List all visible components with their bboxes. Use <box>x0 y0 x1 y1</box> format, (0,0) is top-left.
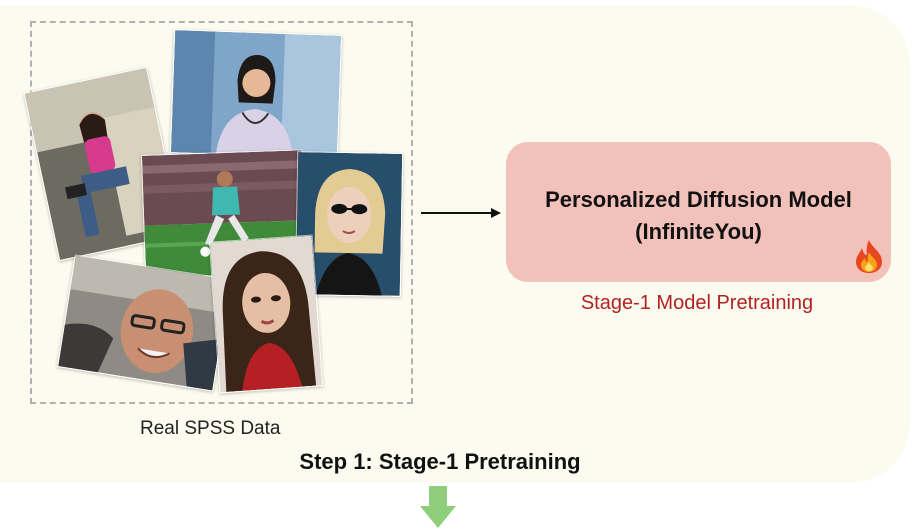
photo-doctor-smiling <box>169 29 343 159</box>
personalized-diffusion-model-box: Personalized Diffusion Model (InfiniteYo… <box>506 142 891 282</box>
model-title-line2: (InfiniteYou) <box>635 219 762 244</box>
fire-icon <box>856 240 882 273</box>
stage-1-model-pretraining-label: Stage-1 Model Pretraining <box>580 292 814 314</box>
real-spss-data-box <box>30 21 413 404</box>
photo-woman-in-car <box>23 66 183 262</box>
down-arrow-icon <box>420 486 456 528</box>
real-spss-data-label: Real SPSS Data <box>140 418 281 439</box>
step-title: Step 1: Stage-1 Pretraining <box>299 449 581 474</box>
photo-man-glasses-car <box>57 254 231 392</box>
model-title: Personalized Diffusion Model (InfiniteYo… <box>506 184 891 248</box>
right-arrow-icon <box>421 208 501 218</box>
model-title-line1: Personalized Diffusion Model <box>545 187 852 212</box>
photo-blonde-sunglasses <box>294 151 404 297</box>
photo-dark-hair-woman <box>208 234 324 394</box>
